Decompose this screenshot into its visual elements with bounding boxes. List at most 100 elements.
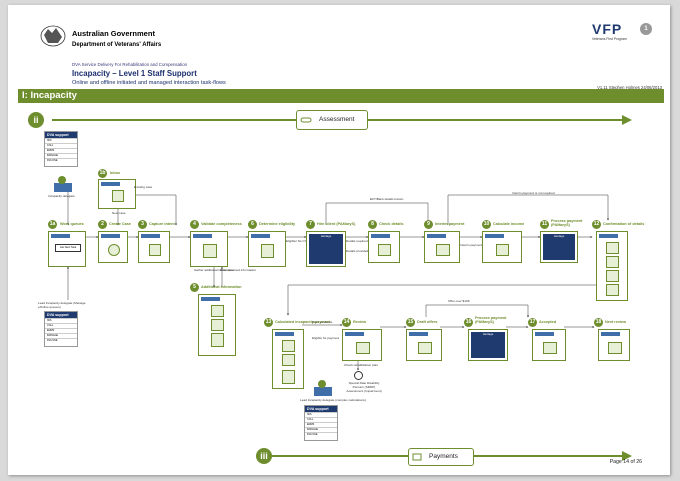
step-label: Create Case <box>109 222 131 226</box>
document-page: Australian Government Department of Vete… <box>8 5 670 475</box>
step-number: 15 <box>406 318 415 327</box>
note-interim-required: Interim payment is required <box>460 243 498 247</box>
dva-row: DVA ONE <box>45 338 77 343</box>
doc-subtitle: DVA Service Delivery For Rehabilitation … <box>72 62 188 67</box>
decision-node <box>354 371 363 380</box>
step-header <box>275 332 294 336</box>
persona-icon <box>314 380 332 396</box>
step-box-interim-payment[interactable] <box>424 231 460 263</box>
step-label: Inbox <box>110 171 121 175</box>
document-icon <box>606 284 619 296</box>
step-box-calculated-payment[interactable] <box>272 329 304 389</box>
step-box-confirmation[interactable] <box>596 231 628 301</box>
phase-marker-assessment: ii <box>28 112 44 128</box>
dva-support-title: DVA support <box>45 132 77 138</box>
step-box-draft-offers[interactable] <box>406 329 442 361</box>
section-band-label: I: Incapacity <box>22 90 77 101</box>
dva-support-panel: DVA support ISIS COLL EMMS IMANAGE DVA O… <box>304 405 338 441</box>
document-icon <box>282 354 295 366</box>
note-interim-not-required: Interim payment is not required <box>512 191 555 195</box>
step-number: 17 <box>528 318 537 327</box>
step-box-work-queues[interactable]: Get Next Task <box>48 231 86 267</box>
step-header <box>485 234 504 238</box>
dva-support-title: DVA support <box>305 406 337 412</box>
step-number: 1a <box>48 220 57 229</box>
step-box-hire-client[interactable]: Heritage <box>306 231 346 267</box>
phase-pill-assessment: Assessment <box>296 110 368 130</box>
step-header <box>101 234 120 238</box>
phase-pill-payments: Payments <box>408 448 474 466</box>
dva-row: EMMS <box>45 328 77 333</box>
step-label: Additional information <box>201 285 242 289</box>
offer-icon <box>418 342 432 354</box>
calendar-icon <box>608 342 622 354</box>
step-box-process-payment-2[interactable]: Heritage <box>468 329 508 361</box>
dva-row: COLL <box>305 417 337 422</box>
dva-row: EMMS <box>305 422 337 427</box>
bank-icon <box>378 244 391 256</box>
dva-row: EMMS <box>45 148 77 153</box>
step-number: 13 <box>264 318 273 327</box>
form-icon <box>149 244 161 256</box>
note-srdp: Special Rate Disability Pension (SRDP) A… <box>346 381 382 393</box>
step-box-accepted[interactable] <box>532 329 566 361</box>
step-label: Check details <box>379 222 404 226</box>
checklist-icon <box>261 244 274 258</box>
step-box-process-payment[interactable]: Heritage <box>540 231 578 263</box>
step-number: 3 <box>138 220 147 229</box>
persona-icon <box>54 176 72 192</box>
page-subtitle: Online and offline initiated and managed… <box>72 80 226 86</box>
step-box-check-details[interactable] <box>368 231 400 263</box>
heritage-label: Heritage <box>482 332 494 336</box>
heritage-system-box: Heritage <box>309 234 343 264</box>
pill-icon <box>300 117 312 123</box>
step-box-eligibility[interactable] <box>248 231 286 267</box>
note-gather: Gather additional information <box>194 268 234 272</box>
step-box-calculate-income[interactable] <box>482 231 522 263</box>
phase-label-payments: Payments <box>429 453 458 460</box>
step-box-next-review[interactable] <box>598 329 630 361</box>
step-box-review[interactable] <box>342 329 382 361</box>
step-label: Draft offers <box>417 320 438 324</box>
phase-label-assessment: Assessment <box>319 116 355 123</box>
step-box-create-case[interactable] <box>98 231 128 263</box>
dva-row: COLL <box>45 143 77 148</box>
step-box-validate[interactable] <box>190 231 228 267</box>
dva-row: ISIS <box>45 138 77 143</box>
person-icon <box>108 244 120 256</box>
persona-label: Incapacity delegate <box>48 194 75 198</box>
note-eft-bank: EFT/Bank details known <box>370 197 404 201</box>
step-number: 16 <box>464 318 473 327</box>
vfp-caption: Veterans First Program <box>592 37 627 41</box>
dva-row: IMANAGE <box>305 427 337 432</box>
step-box-inbox[interactable] <box>98 179 136 209</box>
dva-row: ISIS <box>305 412 337 417</box>
step-label: Interim payment <box>435 222 465 226</box>
payment-icon <box>412 453 422 461</box>
gov-line-1: Australian Government <box>72 29 155 38</box>
step-number: 2 <box>98 220 107 229</box>
note-more-evidence: More evidence <box>312 320 333 324</box>
government-crest-logo <box>40 25 66 47</box>
step-label: Confirmation of details <box>603 222 645 226</box>
step-number: 1b <box>98 169 107 178</box>
wallet-icon <box>543 342 557 354</box>
get-next-task-button[interactable]: Get Next Task <box>55 244 81 252</box>
step-number: 6 <box>248 220 257 229</box>
document-icon <box>282 340 295 352</box>
payment-icon <box>436 244 450 256</box>
step-header <box>251 234 270 238</box>
step-number: 5 <box>190 283 199 292</box>
document-icon <box>606 256 619 268</box>
note-eligible: Eligible/ No Change <box>286 239 314 243</box>
step-label: Work queues <box>60 222 84 226</box>
upload-icon <box>211 319 224 331</box>
step-label: Next review <box>605 320 627 324</box>
step-header <box>599 234 618 238</box>
step-box-capture-intent[interactable] <box>138 231 170 263</box>
vfp-logo: VFP 1 Veterans First Program <box>592 21 652 43</box>
step-label: Process payment (PAMaryS) <box>475 316 507 324</box>
step-box-additional-info[interactable] <box>198 294 236 356</box>
step-label: Process payment (PAMaryS) <box>551 219 583 227</box>
step-number: 12 <box>592 220 601 229</box>
